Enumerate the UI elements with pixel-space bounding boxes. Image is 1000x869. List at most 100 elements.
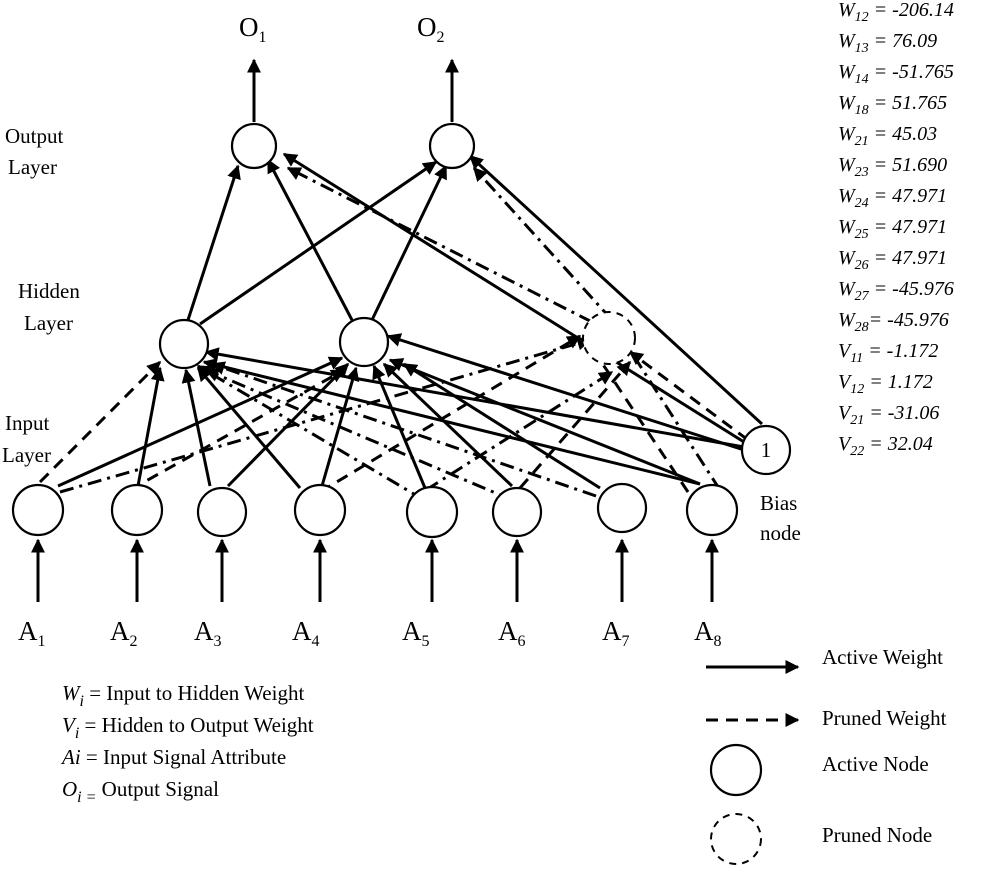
weight-a1-h2 xyxy=(57,356,344,488)
weight-a3-h1 xyxy=(181,368,212,487)
definition-v: Vi = Hidden to Output Weight xyxy=(62,713,314,742)
bias-weights xyxy=(204,154,764,452)
output-label-o2: O2 xyxy=(417,12,445,46)
pruned-weight-a7-h1 xyxy=(210,361,597,498)
input-layer-label-line2: Layer xyxy=(2,443,51,467)
weight-value-v22: V22 = 32.04 xyxy=(838,433,933,459)
legend-active-weight-label: Active Weight xyxy=(822,645,943,669)
hidden-layer-label-line2: Layer xyxy=(24,311,73,335)
legend-pruned-node-label: Pruned Node xyxy=(822,823,932,847)
bias-node-label-line1: Bias xyxy=(760,491,797,515)
pruned-weight-a1-h1 xyxy=(38,360,162,484)
pruned-weight-a8-h3b xyxy=(628,349,722,491)
weight-value-w14: W14 = -51.765 xyxy=(838,61,954,87)
weight-value-w28: W28= -45.976 xyxy=(838,309,949,335)
weight-value-v11: V11 = -1.172 xyxy=(838,340,938,366)
weight-a8-h1 xyxy=(202,358,701,486)
definition-a: Ai = Input Signal Attribute xyxy=(60,745,286,769)
input-label-a2: A2 xyxy=(110,616,138,650)
bias-node: 1 Bias node xyxy=(740,424,801,545)
input-label-a6: A6 xyxy=(498,616,526,650)
weight-value-w21: W21 = 45.03 xyxy=(838,123,937,149)
pruned-weight-h3-o1 xyxy=(286,166,593,324)
weight-h2-o2 xyxy=(370,164,448,321)
weight-value-w24: W24 = 47.971 xyxy=(838,185,947,211)
weight-a6-h2 xyxy=(382,362,514,488)
output-label-o1: O1 xyxy=(239,12,267,46)
input-node-a2 xyxy=(110,483,164,537)
output-signal-arrows xyxy=(247,58,459,122)
pruned-weight-a4-h3 xyxy=(319,334,582,494)
weight-bias-h1 xyxy=(204,347,745,449)
pruned-weight-h3-o2 xyxy=(472,166,614,322)
output-layer-label-line2: Layer xyxy=(8,155,57,179)
output-node-o1 xyxy=(230,122,278,170)
hidden-node-1 xyxy=(158,318,210,370)
input-node-a8 xyxy=(685,483,739,537)
output-nodes xyxy=(230,122,476,170)
definitions: Wi = Input to Hidden Weight Vi = Hidden … xyxy=(60,681,314,806)
input-label-a3: A3 xyxy=(194,616,222,650)
input-label-a8: A8 xyxy=(694,616,722,650)
legend-active-node-circle xyxy=(709,743,763,797)
input-node-a3 xyxy=(196,486,248,538)
pruned-weight-a6-h1 xyxy=(204,368,513,502)
pruned-weight-a5-h3 xyxy=(425,370,614,492)
input-label-a7: A7 xyxy=(602,616,630,650)
layer-labels: Output Layer Hidden Layer Input Layer xyxy=(2,124,80,467)
input-labels: A1 A2 A3 A4 A5 A6 A7 A8 xyxy=(18,616,722,650)
weight-bias-o2 xyxy=(468,154,764,426)
pruned-weight-a8-h3 xyxy=(598,359,690,493)
weight-value-v12: V12 = 1.172 xyxy=(838,371,933,397)
bias-node-value: 1 xyxy=(761,438,772,462)
input-label-a4: A4 xyxy=(292,616,320,650)
weight-bias-o1 xyxy=(282,152,745,444)
hidden-nodes xyxy=(158,311,636,370)
weight-bias-h2 xyxy=(386,333,745,452)
input-to-hidden-pruned-weights xyxy=(38,334,722,502)
weight-value-w27: W27 = -45.976 xyxy=(838,278,954,304)
input-node-a1 xyxy=(11,483,65,537)
weight-value-w13: W13 = 76.09 xyxy=(838,30,937,56)
weight-a7-h2 xyxy=(402,362,601,490)
weight-value-w25: W25 = 47.971 xyxy=(838,216,947,242)
input-signal-arrows xyxy=(31,538,719,602)
output-node-o2 xyxy=(428,122,476,170)
bias-node-circle xyxy=(740,424,792,476)
pruned-weight-bias-h3 xyxy=(628,350,749,442)
pruned-weight-a6-h3 xyxy=(518,360,632,489)
hidden-node-2 xyxy=(338,316,390,368)
weight-a3-h2 xyxy=(226,362,350,488)
input-node-a6 xyxy=(491,486,543,538)
pruned-weight-a1-h3 xyxy=(59,336,592,494)
weight-h1-o2 xyxy=(199,160,438,326)
hidden-node-3-pruned xyxy=(582,311,636,365)
bias-node-label-line2: node xyxy=(760,521,801,545)
weight-h2-o1 xyxy=(266,158,354,321)
weight-value-v21: V21 = -31.06 xyxy=(838,402,939,428)
weight-value-w23: W23 = 51.690 xyxy=(838,154,947,180)
pruned-weight-a2-h2 xyxy=(129,368,346,492)
weight-h1-o1 xyxy=(186,164,241,321)
weights-list: W12 = -206.14 W13 = 76.09 W14 = -51.765 … xyxy=(838,0,954,459)
input-node-a4 xyxy=(293,483,347,537)
hidden-to-output-weights xyxy=(186,152,745,444)
weight-value-w18: W18 = 51.765 xyxy=(838,92,947,118)
legend: Active Weight Pruned Weight Active Node … xyxy=(706,645,947,865)
legend-pruned-node-circle xyxy=(710,813,762,865)
definition-o: Oi = Output Signal xyxy=(62,777,219,806)
weight-value-w12: W12 = -206.14 xyxy=(838,0,954,25)
legend-active-node-label: Active Node xyxy=(822,752,929,776)
weight-a4-h1 xyxy=(196,366,302,489)
weight-a8-h2 xyxy=(388,358,701,486)
weight-a2-h1 xyxy=(136,366,165,487)
output-layer-label-line1: Output xyxy=(5,124,64,148)
weight-value-w26: W26 = 47.971 xyxy=(838,247,947,273)
input-layer-label-line1: Input xyxy=(5,411,49,435)
output-labels: O1 O2 xyxy=(239,12,445,46)
hidden-layer-label-line1: Hidden xyxy=(18,279,80,303)
input-node-a5 xyxy=(405,485,459,539)
input-nodes xyxy=(11,482,739,539)
input-label-a5: A5 xyxy=(402,616,430,650)
